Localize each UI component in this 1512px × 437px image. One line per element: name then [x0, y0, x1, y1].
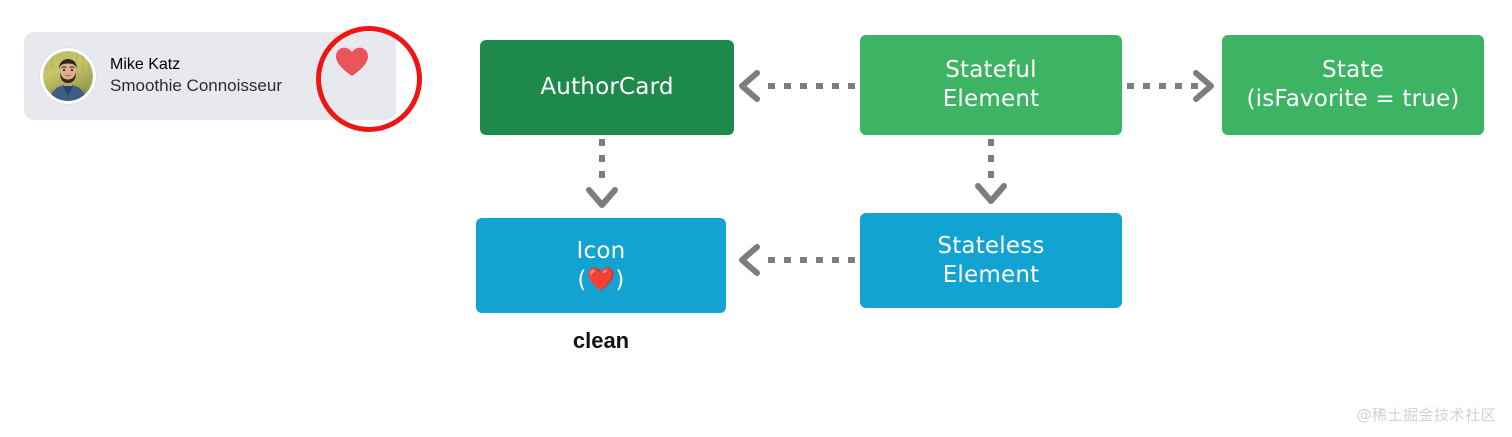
author-name: Mike Katz: [110, 55, 181, 73]
avatar: [40, 48, 96, 104]
node-icon[interactable]: Icon (❤️): [476, 218, 726, 313]
author-info: Mike Katz Smoothie Connoisseur: [110, 56, 282, 97]
annotation-circle: [316, 26, 422, 132]
watermark: @稀土掘金技术社区: [1356, 406, 1496, 424]
node-authorcard[interactable]: AuthorCard: [480, 40, 734, 135]
node-state[interactable]: State (isFavorite = true): [1222, 35, 1484, 135]
caption-clean: clean: [572, 328, 630, 353]
node-stateful-element[interactable]: Stateful Element: [860, 35, 1122, 135]
node-stateless-element[interactable]: Stateless Element: [860, 213, 1122, 308]
author-role: Smoothie Connoisseur: [110, 76, 282, 96]
